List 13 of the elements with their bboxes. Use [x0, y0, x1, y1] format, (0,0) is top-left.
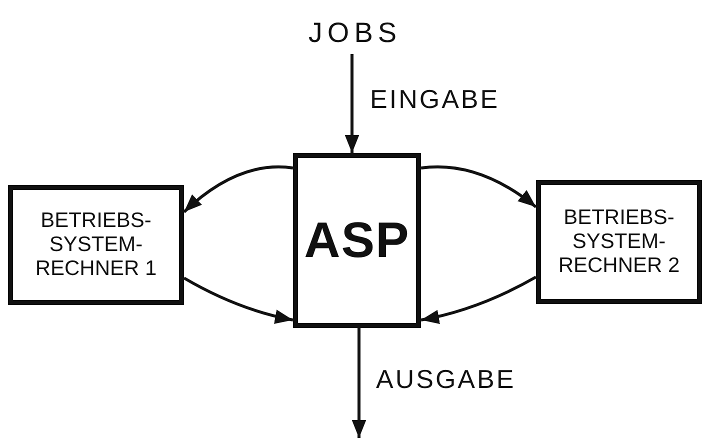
process-box [8, 185, 184, 305]
arrow [344, 54, 360, 153]
process-box [536, 180, 702, 304]
arrow [420, 165, 537, 208]
arrow [183, 276, 294, 324]
box-label: BETRIEBS- SYSTEM- RECHNER 2 [557, 206, 681, 278]
input-label: JOBS [308, 16, 402, 50]
box-label: BETRIEBS- SYSTEM- RECHNER 1 [34, 208, 158, 282]
arrow [352, 328, 366, 438]
arrow [420, 276, 537, 324]
arrow [183, 166, 294, 214]
box-label: ASP [304, 212, 410, 270]
process-box [293, 153, 421, 328]
